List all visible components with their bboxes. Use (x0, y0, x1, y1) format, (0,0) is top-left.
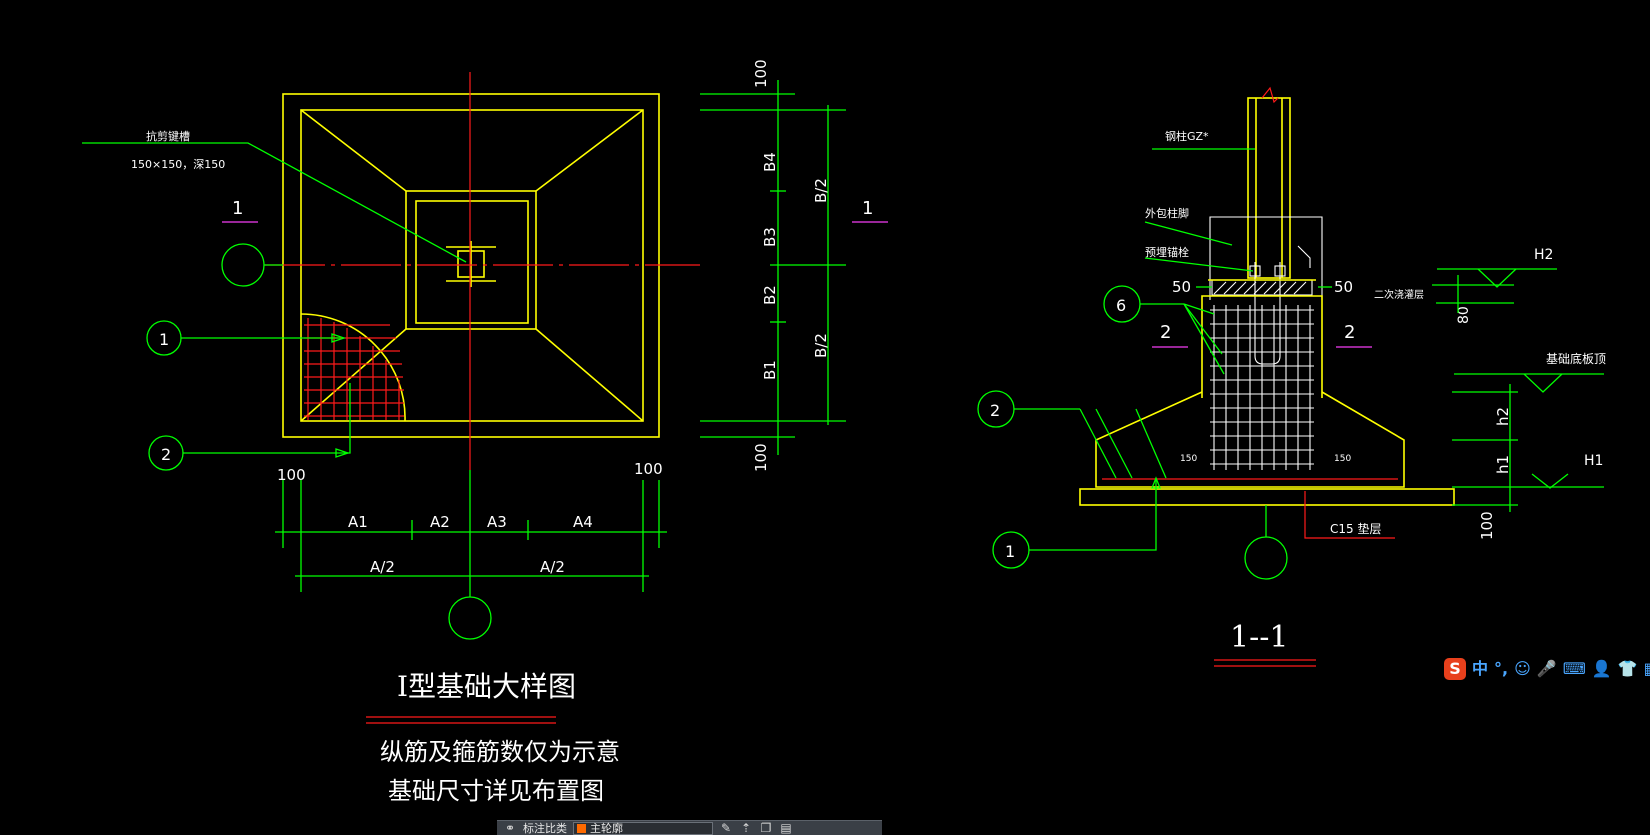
steel-column (1247, 97, 1291, 279)
shear-key-title: 抗剪键槽 (146, 129, 190, 143)
svg-text:100: 100 (634, 460, 663, 478)
shear-key-size: 150×150，深150 (131, 158, 225, 171)
dimension-chain-vertical: 100 B4 B3 B2 B1 B/2 B/2 100 (700, 59, 846, 472)
svg-text:150: 150 (1180, 454, 1197, 464)
outer-foot-label: 外包柱脚 (1145, 206, 1189, 220)
ime-user-icon[interactable]: 👤 (1591, 659, 1612, 678)
dimension-chain-horizontal: 100 100 A1 A2 A3 A4 A/2 A/2 (275, 460, 667, 592)
section-marker-left: 1 (232, 198, 243, 219)
ime-voice-icon[interactable]: 🎤 (1536, 659, 1557, 678)
layer-label: 标注比类 (523, 822, 567, 835)
grout-label: 二次浇灌层 (1374, 288, 1424, 301)
ime-menu-icon[interactable]: ▦ (1644, 658, 1650, 680)
svg-text:A/2: A/2 (540, 558, 565, 576)
svg-text:2: 2 (990, 401, 1000, 420)
svg-text:h1: h1 (1494, 455, 1512, 474)
plan-column-outer (405, 190, 537, 330)
svg-text:100: 100 (1478, 511, 1496, 540)
svg-text:100: 100 (752, 59, 770, 88)
axis-bubble-left (221, 243, 265, 287)
svg-text:80: 80 (1456, 306, 1472, 324)
base-top-label: 基础底板顶 (1546, 351, 1606, 366)
svg-text:100: 100 (277, 466, 306, 484)
plan-view: 抗剪键槽 150×150，深150 1 1 1 2 (82, 59, 888, 640)
svg-text:A2: A2 (430, 513, 450, 531)
svg-text:50: 50 (1172, 278, 1191, 296)
section-view: 150 150 C15 垫层 钢柱GZ* 外包柱脚 预埋锚栓 50 50 6 2… (977, 86, 1606, 580)
svg-text:A3: A3 (487, 513, 507, 531)
cushion-label: C15 垫层 (1330, 521, 1381, 536)
note-line-1: 纵筋及箍筋数仅为示意 (380, 738, 620, 766)
svg-text:6: 6 (1116, 296, 1126, 315)
c15-cushion (1079, 488, 1455, 506)
svg-text:B/2: B/2 (812, 178, 830, 203)
svg-text:A/2: A/2 (370, 558, 395, 576)
ime-punctuation-icon[interactable]: °, (1494, 659, 1509, 678)
ime-emoji-icon[interactable]: ☺ (1514, 659, 1531, 678)
sogou-logo-icon[interactable]: S (1444, 658, 1466, 680)
layer-properties-icon[interactable]: ⚭ (504, 821, 516, 835)
svg-text:A1: A1 (348, 513, 368, 531)
axis-bubble-section (1244, 536, 1288, 580)
svg-text:B/2: B/2 (812, 333, 830, 358)
plan-column-inner (415, 200, 529, 324)
previous-layer-icon[interactable]: ⇡ (740, 821, 752, 835)
layer-select-value: 主轮廓 (590, 822, 623, 835)
svg-text:1: 1 (159, 330, 169, 349)
svg-text:50: 50 (1334, 278, 1353, 296)
main-title: I型基础大样图 (397, 670, 576, 703)
svg-text:B2: B2 (761, 285, 779, 305)
svg-text:2: 2 (1160, 322, 1171, 343)
layer-color-swatch (577, 823, 586, 833)
svg-text:2: 2 (1344, 322, 1355, 343)
axis-bubble-bottom (448, 596, 492, 640)
section-marker-right: 1 (862, 198, 873, 219)
section-title: 1--1 (1230, 620, 1288, 655)
ime-toolbar[interactable]: S 中 °, ☺ 🎤 ⌨ 👤 👕 ▦ (1444, 656, 1650, 682)
ime-keyboard-icon[interactable]: ⌨ (1562, 659, 1586, 678)
anchor-label: 预埋锚栓 (1145, 245, 1189, 259)
svg-text:B4: B4 (761, 152, 779, 172)
layer-toolbar: ⚭ 标注比类 主轮廓 ✎ ⇡ ❐ ▤ (497, 820, 882, 835)
svg-text:h2: h2 (1494, 407, 1512, 426)
svg-text:H1: H1 (1584, 453, 1603, 469)
ime-chinese-mode[interactable]: 中 (1472, 659, 1489, 678)
svg-text:2: 2 (161, 445, 171, 464)
rebar-grid (304, 318, 404, 420)
copy-layer-icon[interactable]: ❐ (760, 821, 772, 835)
svg-text:B3: B3 (761, 227, 779, 247)
svg-text:B1: B1 (761, 360, 779, 380)
match-layer-icon[interactable]: ✎ (720, 821, 732, 835)
note-line-2: 基础尺寸详见布置图 (388, 777, 604, 805)
column-label: 钢柱GZ* (1165, 129, 1209, 143)
svg-text:H2: H2 (1534, 247, 1553, 263)
svg-text:150: 150 (1334, 454, 1351, 464)
svg-text:1: 1 (1005, 542, 1015, 561)
layer-select[interactable]: 主轮廓 (573, 821, 713, 835)
layer-state-icon[interactable]: ▤ (780, 821, 792, 835)
svg-text:100: 100 (752, 443, 770, 472)
pedestal-cage (1210, 305, 1314, 470)
svg-text:A4: A4 (573, 513, 593, 531)
ime-skin-icon[interactable]: 👕 (1617, 659, 1638, 678)
footing-outline (1095, 391, 1405, 488)
